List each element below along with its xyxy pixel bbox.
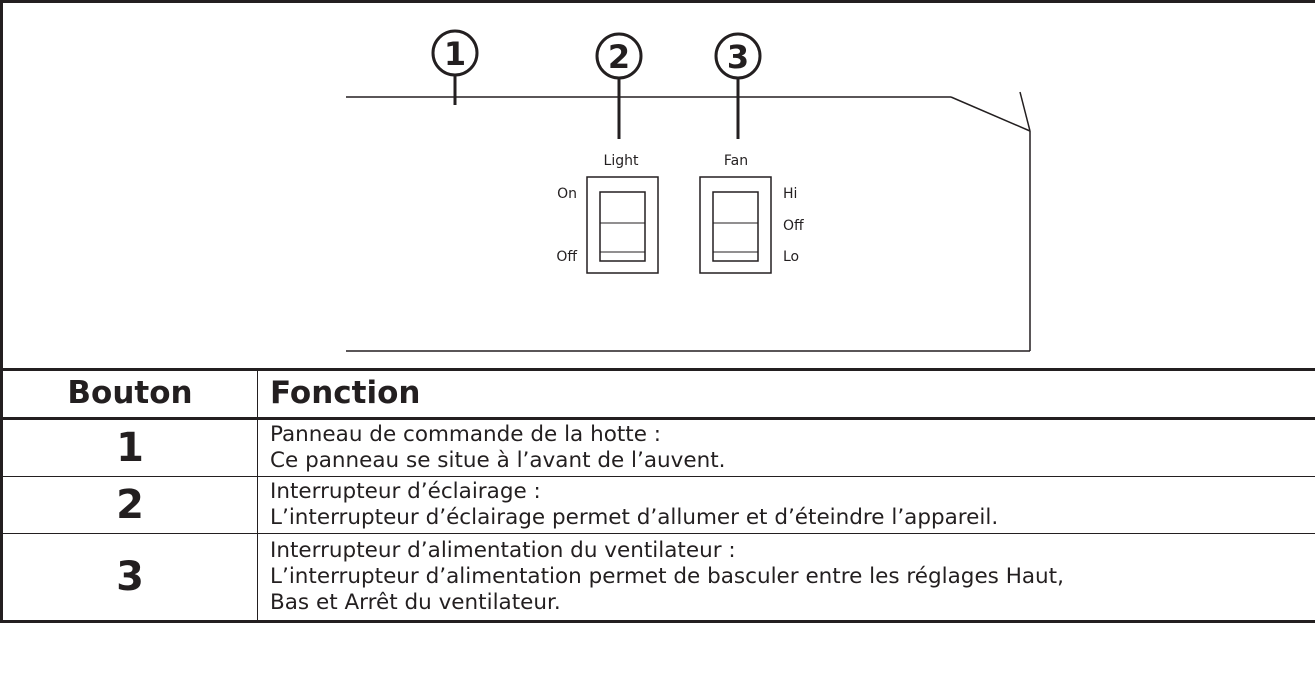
table-row: 3 Interrupteur d’alimentation du ventila… [0,533,1315,623]
light-on-label: On [557,186,577,202]
callout-3-number: 3 [727,38,749,76]
row-number: 3 [0,533,258,623]
row-description: Interrupteur d’alimentation du ventilate… [257,533,1315,623]
table-row: 2 Interrupteur d’éclairage : L’interrupt… [0,476,1315,534]
description-line: Interrupteur d’éclairage : [270,479,541,504]
callout-3: 3 [714,32,762,139]
light-off-label: Off [556,249,577,265]
description-line: L’interrupteur d’éclairage permet d’allu… [270,505,999,530]
table-row: 1 Panneau de commande de la hotte : Ce p… [0,418,1315,477]
row-number: 1 [0,418,258,477]
header-function: Fonction [257,368,1315,420]
fan-switch-plate [699,176,772,274]
light-switch-plate [586,176,659,274]
row-description: Interrupteur d’éclairage : L’interrupteu… [257,476,1315,534]
row-description: Panneau de commande de la hotte : Ce pan… [257,418,1315,477]
panel-outline [346,91,1031,352]
fan-lo-label: Lo [783,249,799,265]
panel-illustration: 1 2 3 Light On Off [346,29,1031,352]
description-line: Interrupteur d’alimentation du ventilate… [270,538,736,563]
fan-switch-rocker [712,191,759,262]
button-function-table: Bouton Fonction 1 Panneau de commande de… [0,368,1315,623]
header-button: Bouton [0,368,258,420]
description-line: L’interrupteur d’alimentation permet de … [270,564,1064,589]
callout-2-number: 2 [608,38,630,76]
callout-2: 2 [595,32,643,139]
callout-1: 1 [431,29,479,105]
fan-switch-label: Fan [724,153,748,169]
fan-hi-label: Hi [783,186,797,202]
table-header-row: Bouton Fonction [0,368,1315,420]
fan-switch: Fan Hi Off Lo [699,153,804,274]
callout-1-number: 1 [444,35,466,73]
light-switch-rocker [599,191,646,262]
description-line: Bas et Arrêt du ventilateur. [270,590,561,615]
fan-off-label: Off [783,218,804,234]
light-switch: Light On Off [556,153,659,274]
description-line: Ce panneau se situe à l’avant de l’auven… [270,448,726,473]
description-line: Panneau de commande de la hotte : [270,422,662,447]
light-switch-label: Light [604,153,639,169]
control-panel-diagram: 1 2 3 Light On Off [0,0,1315,371]
row-number: 2 [0,476,258,534]
